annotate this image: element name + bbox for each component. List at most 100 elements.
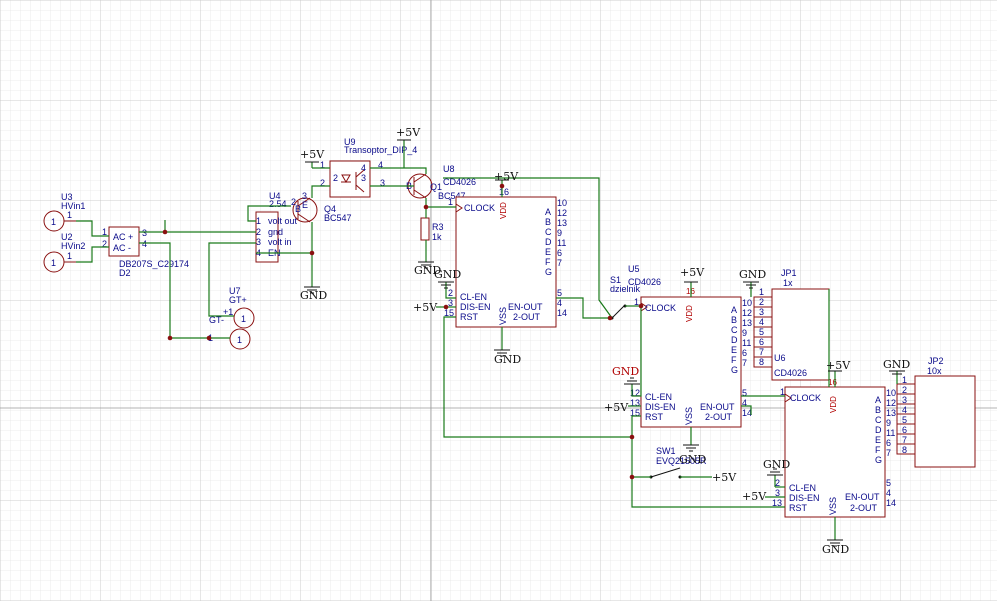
schematic-label: 1k xyxy=(432,232,442,242)
schematic-label: AC - xyxy=(113,243,131,253)
schematic-label: 1 xyxy=(51,217,56,227)
schematic-label: 2 xyxy=(102,239,107,249)
schematic-label: RST xyxy=(789,503,808,513)
vcc-label: +5V xyxy=(680,266,705,279)
schematic-label: E xyxy=(545,247,551,257)
schematic-label: B xyxy=(295,204,301,214)
schematic-label: VDD xyxy=(499,202,508,219)
schematic-label: gnd xyxy=(268,227,283,237)
schematic-label: 10 xyxy=(742,298,752,308)
schematic-label: JP1 xyxy=(781,268,797,278)
schematic-label: 11 xyxy=(557,238,566,248)
schematic-label: U3 xyxy=(61,192,73,202)
component-U5[interactable]: U5 CD4026 CLOCK CL-EN DIS-EN RST EN-OUT … xyxy=(628,264,752,428)
schematic-label: 2-OUT xyxy=(705,412,733,422)
schematic-label: 4 xyxy=(361,163,366,173)
vcc-label: +5V xyxy=(300,148,325,161)
schematic-label: 14 xyxy=(557,308,567,318)
schematic-label: CLOCK xyxy=(645,303,676,313)
schematic-label: 3 xyxy=(142,228,147,238)
component-U8[interactable]: U8 CD4026 CLOCK CL-EN DIS-EN RST EN-OUT … xyxy=(443,164,567,328)
wires xyxy=(76,140,898,540)
schematic-label: GT+ xyxy=(229,295,247,305)
schematic-label: EVQ21505R xyxy=(656,456,707,466)
schematic-label: 5 xyxy=(886,478,891,488)
schematic-label: 1 xyxy=(51,258,56,268)
schematic-label: 10x xyxy=(927,366,942,376)
schematic-label: 1 xyxy=(780,387,785,397)
gnd-label: GND xyxy=(739,268,766,281)
schematic-label: 6 xyxy=(742,348,747,358)
schematic-label: 7 xyxy=(886,448,891,458)
schematic-label: CD4026 xyxy=(774,368,807,378)
schematic-label: 3 xyxy=(775,488,780,498)
schematic-label: 2 xyxy=(256,227,261,237)
schematic-label: 2-OUT xyxy=(513,312,541,322)
schematic-label: F xyxy=(731,355,737,365)
component-U3[interactable]: 1 U3 HVin1 1 xyxy=(43,192,85,232)
schematic-label: D xyxy=(875,425,882,435)
schematic-label: 3 xyxy=(256,237,261,247)
schematic-label: 5 xyxy=(557,288,562,298)
component-R3[interactable]: R3 1k xyxy=(420,217,444,242)
component-SW1[interactable]: SW1 EVQ21505R xyxy=(649,446,708,479)
schematic-label: G xyxy=(545,267,552,277)
schematic-label: 1 xyxy=(448,197,453,207)
vcc-label: +5V xyxy=(396,126,421,139)
schematic-label: 2-OUT xyxy=(850,503,878,513)
schematic-label: 1 xyxy=(256,216,261,226)
schematic-label: volt in xyxy=(268,237,292,247)
schematic-label: 6 xyxy=(557,248,562,258)
schematic-label: 3 xyxy=(302,191,307,201)
schematic-label: B xyxy=(875,405,881,415)
schematic-label: U5 xyxy=(628,264,640,274)
schematic-label: EN-OUT xyxy=(508,302,543,312)
schematic-label: 2 xyxy=(320,178,325,188)
component-U9[interactable]: U9 Transoptor_DIP_4 1 2 3 4 2 3 4 xyxy=(320,137,417,198)
schematic-label: 7 xyxy=(902,435,907,445)
schematic-label: 16 xyxy=(828,378,837,387)
schematic-label: 6 xyxy=(759,337,764,347)
schematic-label: 4 xyxy=(742,398,747,408)
schematic-label: EN-OUT xyxy=(845,492,880,502)
schematic-label: 15 xyxy=(630,408,640,418)
schematic-label: GT- xyxy=(209,315,224,325)
schematic-label: 3 xyxy=(902,395,907,405)
vcc-label: +5V xyxy=(413,301,438,314)
schematic-label: 13 xyxy=(557,218,567,228)
vcc-label: +5V xyxy=(712,471,737,484)
schematic-label: 4 xyxy=(759,317,764,327)
component-U2[interactable]: 1 U2 HVin2 1 xyxy=(43,232,85,273)
schematic-label: D xyxy=(545,237,552,247)
schematic-label: A xyxy=(875,395,881,405)
schematic-label: 8 xyxy=(902,445,907,455)
schematic-label: Q1 xyxy=(430,182,442,192)
schematic-label: 3 xyxy=(380,178,385,188)
junctions xyxy=(162,183,644,480)
schematic-label: 2 xyxy=(759,297,764,307)
schematic-label: DB207S_C29174 xyxy=(119,259,189,269)
schematic-label: U2 xyxy=(61,232,73,242)
schematic-label: 1 xyxy=(237,335,242,345)
schematic-label: VSS xyxy=(684,407,694,425)
component-D2[interactable]: AC + AC - 1 2 3 4 DB207S_C29174 D2 xyxy=(102,226,189,278)
component-JP1[interactable]: JP1 1x 1 2 3 4 5 6 7 8 xyxy=(753,268,830,381)
schematic-label: B xyxy=(545,217,551,227)
schematic-label: 5 xyxy=(742,388,747,398)
component-U6[interactable]: U6 CD4026 CLOCK CL-EN DIS-EN RST EN-OUT … xyxy=(772,353,896,518)
gnd-label: GND xyxy=(434,268,461,281)
schematic-label: 8 xyxy=(759,357,764,367)
schematic-label: U4 xyxy=(269,191,281,201)
component-JP2[interactable]: JP2 10x 1 2 3 4 5 6 7 8 xyxy=(896,356,976,468)
schematic-label: D xyxy=(731,335,738,345)
schematic-label: JP2 xyxy=(928,356,944,366)
schematic-label: +1 xyxy=(223,307,233,317)
schematic-label: 13 xyxy=(772,498,782,508)
schematic-label: Transoptor_DIP_4 xyxy=(344,145,417,155)
schematic-label: G xyxy=(875,455,882,465)
schematic-label: 4 xyxy=(557,298,562,308)
schematic-label: CD4026 xyxy=(628,277,661,287)
schematic-label: E xyxy=(875,435,881,445)
component-Q4[interactable]: E B 2 3 Q4 BC547 xyxy=(291,191,352,223)
schematic-label: VDD xyxy=(829,396,838,413)
